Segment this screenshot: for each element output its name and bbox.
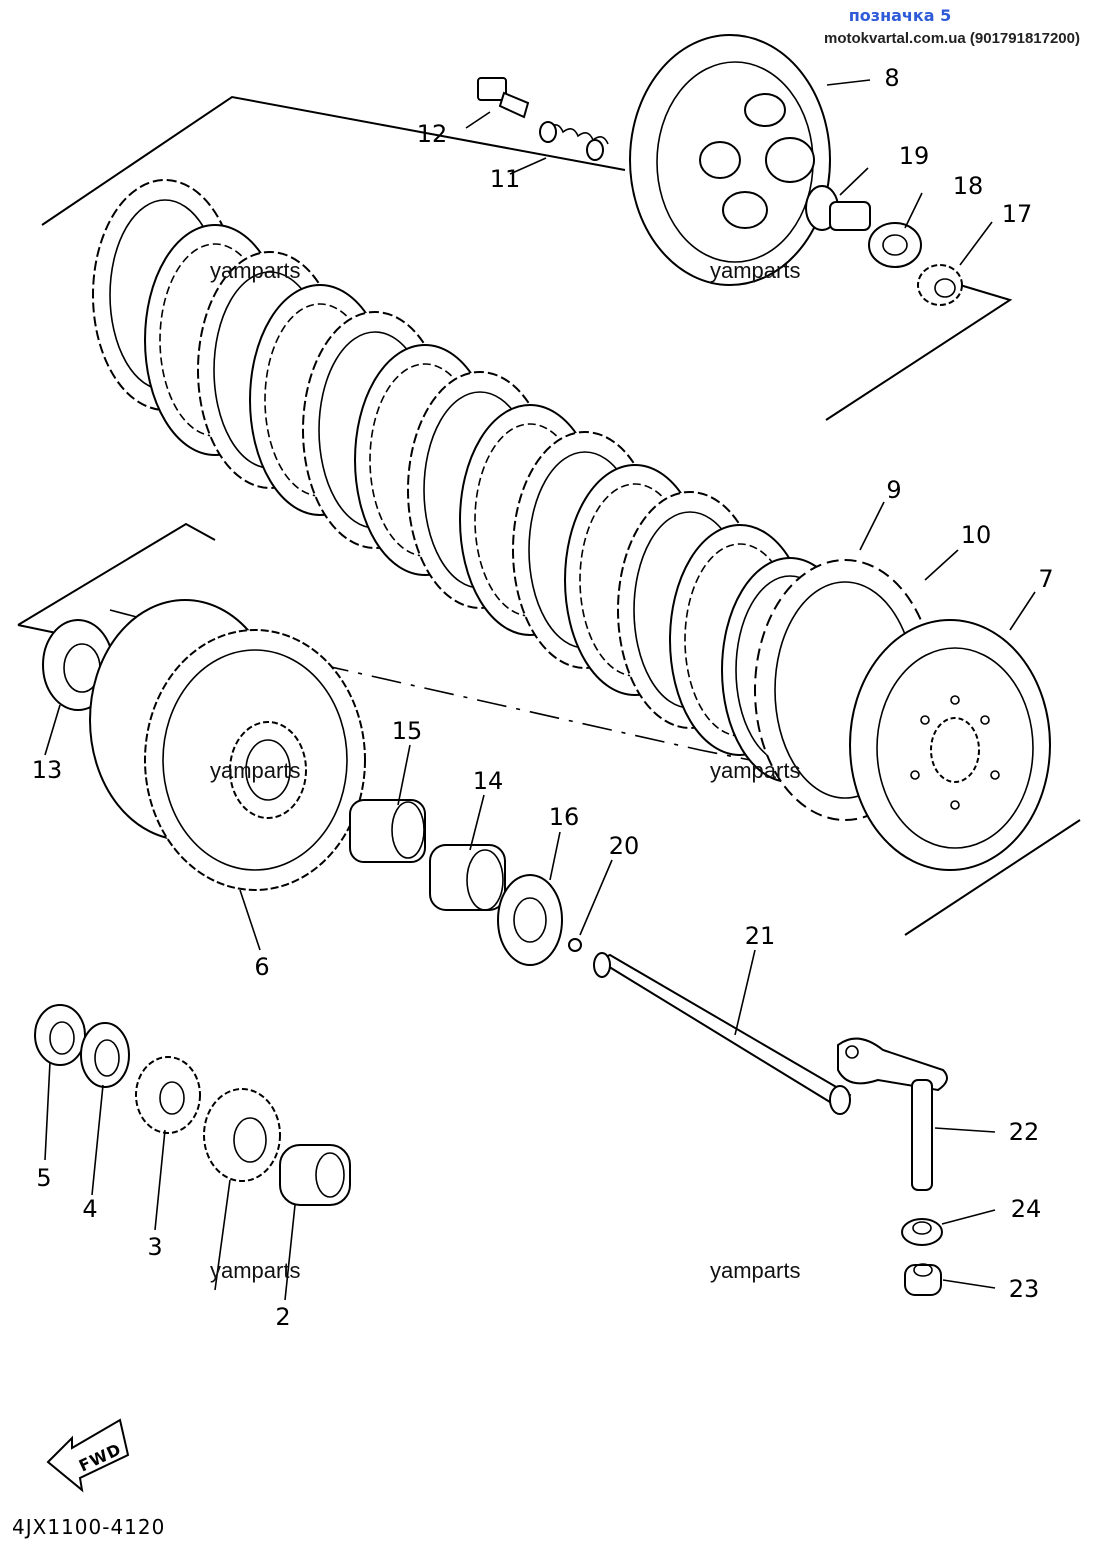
part-20-ball: [568, 938, 582, 952]
callout-4: 4: [82, 1195, 97, 1223]
part-6-clutch-housing: [89, 599, 366, 891]
callout-24: 24: [1011, 1195, 1042, 1223]
watermark-mid-right: yamparts: [710, 758, 800, 783]
callout-numbers: 2 3 4 5 6 7 8 9 10 11 12 13 14 15 16 17 …: [32, 64, 1054, 1331]
watermark-mid-left: yamparts: [210, 758, 300, 783]
part-22-push-lever-shaft: [837, 1037, 948, 1191]
fwd-arrow-icon: FWD: [46, 1418, 130, 1493]
part-4-washer: [80, 1022, 130, 1088]
watermarks: yamparts yamparts yamparts yamparts yamp…: [210, 258, 800, 1283]
callout-7: 7: [1038, 565, 1053, 593]
header-title: позначка 5: [848, 6, 952, 25]
callout-21: 21: [745, 922, 776, 950]
callout-3: 3: [147, 1233, 162, 1261]
part-23-bearing: [904, 1263, 942, 1296]
part-19-push-rod-piece: [805, 185, 871, 231]
header-site: motokvartal.com.ua (901791817200): [824, 30, 1080, 47]
callout-16: 16: [549, 803, 580, 831]
callout-20: 20: [609, 832, 640, 860]
part-21-push-rod: [593, 952, 852, 1115]
leader-lines: [44, 79, 1036, 1301]
watermark-bottom-left: yamparts: [210, 1258, 300, 1283]
callout-18: 18: [953, 172, 984, 200]
callout-10: 10: [961, 521, 992, 549]
callout-22: 22: [1009, 1118, 1040, 1146]
part-3-gear: [135, 1056, 201, 1134]
watermark-top-right: yamparts: [710, 258, 800, 283]
part-7-clutch-boss: [849, 619, 1051, 871]
callout-11: 11: [490, 165, 521, 193]
callout-5: 5: [36, 1164, 51, 1192]
callout-13: 13: [32, 756, 63, 784]
part-11-spring: [539, 121, 609, 161]
callout-8: 8: [884, 64, 899, 92]
part-24-oil-seal: [901, 1218, 943, 1246]
part-15-needle-bearing: [349, 799, 426, 863]
part-8-pressure-plate: [629, 34, 831, 286]
callout-15: 15: [392, 717, 423, 745]
callout-23: 23: [1009, 1275, 1040, 1303]
part-12-bolt: [477, 77, 530, 119]
part-5-nut: [34, 1004, 86, 1066]
callout-17: 17: [1002, 200, 1033, 228]
watermark-bottom-right: yamparts: [710, 1258, 800, 1283]
part-16-thrust-washer: [497, 874, 563, 966]
callout-12: 12: [417, 120, 448, 148]
callout-9: 9: [886, 476, 901, 504]
watermark-top-left: yamparts: [210, 258, 300, 283]
part-2-gear: [203, 1088, 281, 1182]
part-18-bearing: [868, 222, 922, 268]
callout-19: 19: [899, 142, 930, 170]
callout-2: 2: [275, 1303, 290, 1331]
callout-6: 6: [254, 953, 269, 981]
part-17-lock-washer: [917, 264, 963, 306]
part-14-spacer: [429, 844, 506, 911]
part-bearing-collar: [279, 1144, 351, 1206]
diagram-code: 4JX1100-4120: [12, 1515, 165, 1539]
callout-14: 14: [473, 767, 504, 795]
